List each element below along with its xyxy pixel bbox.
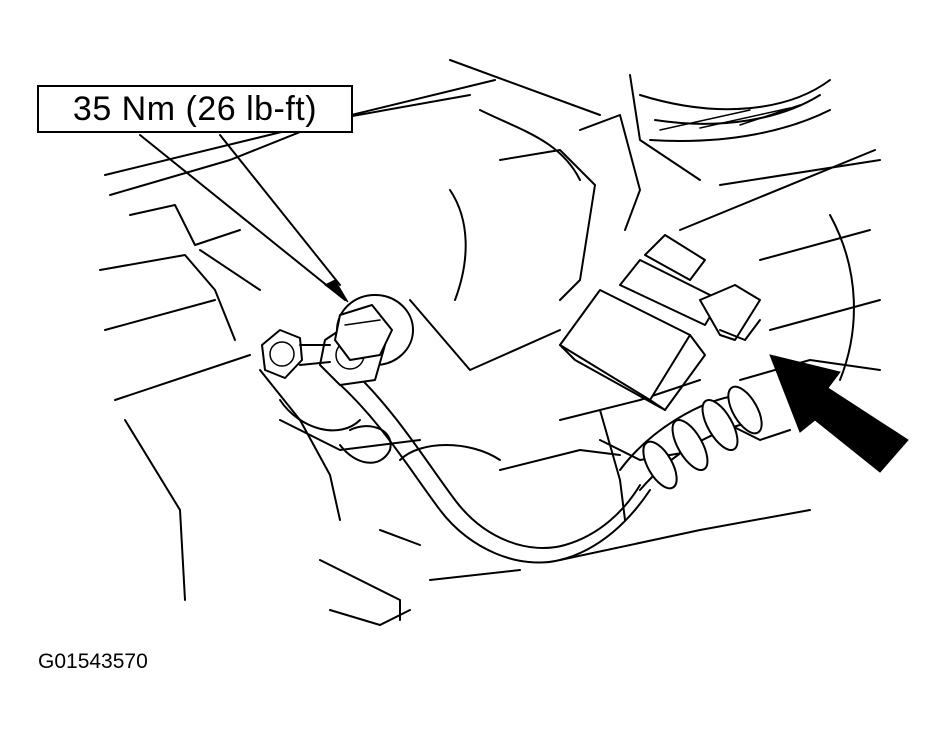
torque-spec-label: 35 Nm (26 lb-ft) bbox=[37, 85, 353, 133]
sensor-connector bbox=[559, 234, 761, 411]
torque-leader bbox=[139, 134, 349, 303]
hose-coupling bbox=[619, 385, 763, 491]
bolt bbox=[261, 329, 331, 379]
pointer-arrow bbox=[769, 354, 909, 473]
fuel-line bbox=[334, 367, 651, 564]
figure-id: G01543570 bbox=[38, 650, 148, 673]
engine-housing bbox=[99, 59, 881, 626]
banjo-fitting bbox=[319, 294, 414, 386]
